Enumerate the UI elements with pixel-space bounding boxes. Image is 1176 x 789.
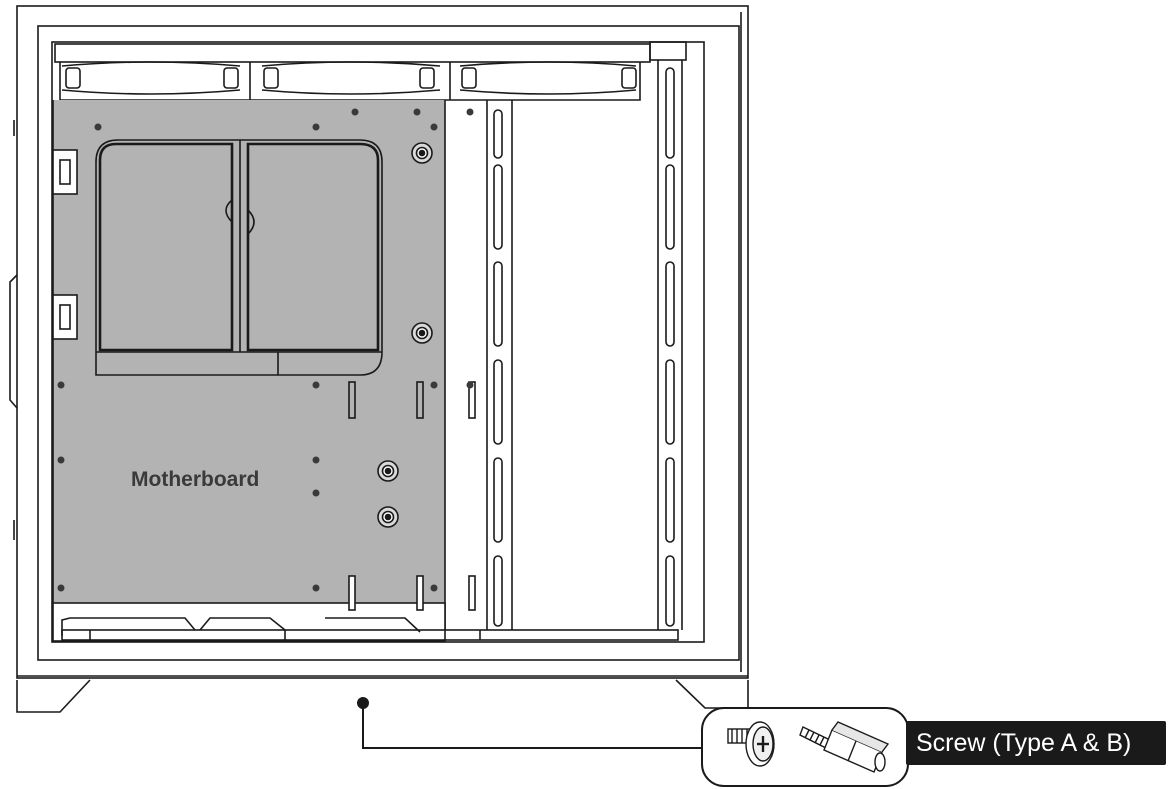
radiator-rail [657,60,683,630]
screw-label: Screw (Type A & B) [916,729,1132,757]
top-fan-row [54,41,687,101]
case-inner-frame [37,25,740,661]
side-window [51,41,705,643]
screw-label-box [906,721,1166,765]
standoff-type-b-icon [799,721,890,773]
preinstalled-standoffs [377,142,433,528]
cable-management-rail [486,100,513,630]
left-foot [16,679,91,713]
callout-leader [357,697,702,749]
screw-type-a-icon [727,721,775,767]
psu-shroud-area [52,602,446,642]
cpu-cutout [95,139,383,376]
right-foot [675,679,749,709]
motherboard-label: Motherboard [131,468,260,491]
